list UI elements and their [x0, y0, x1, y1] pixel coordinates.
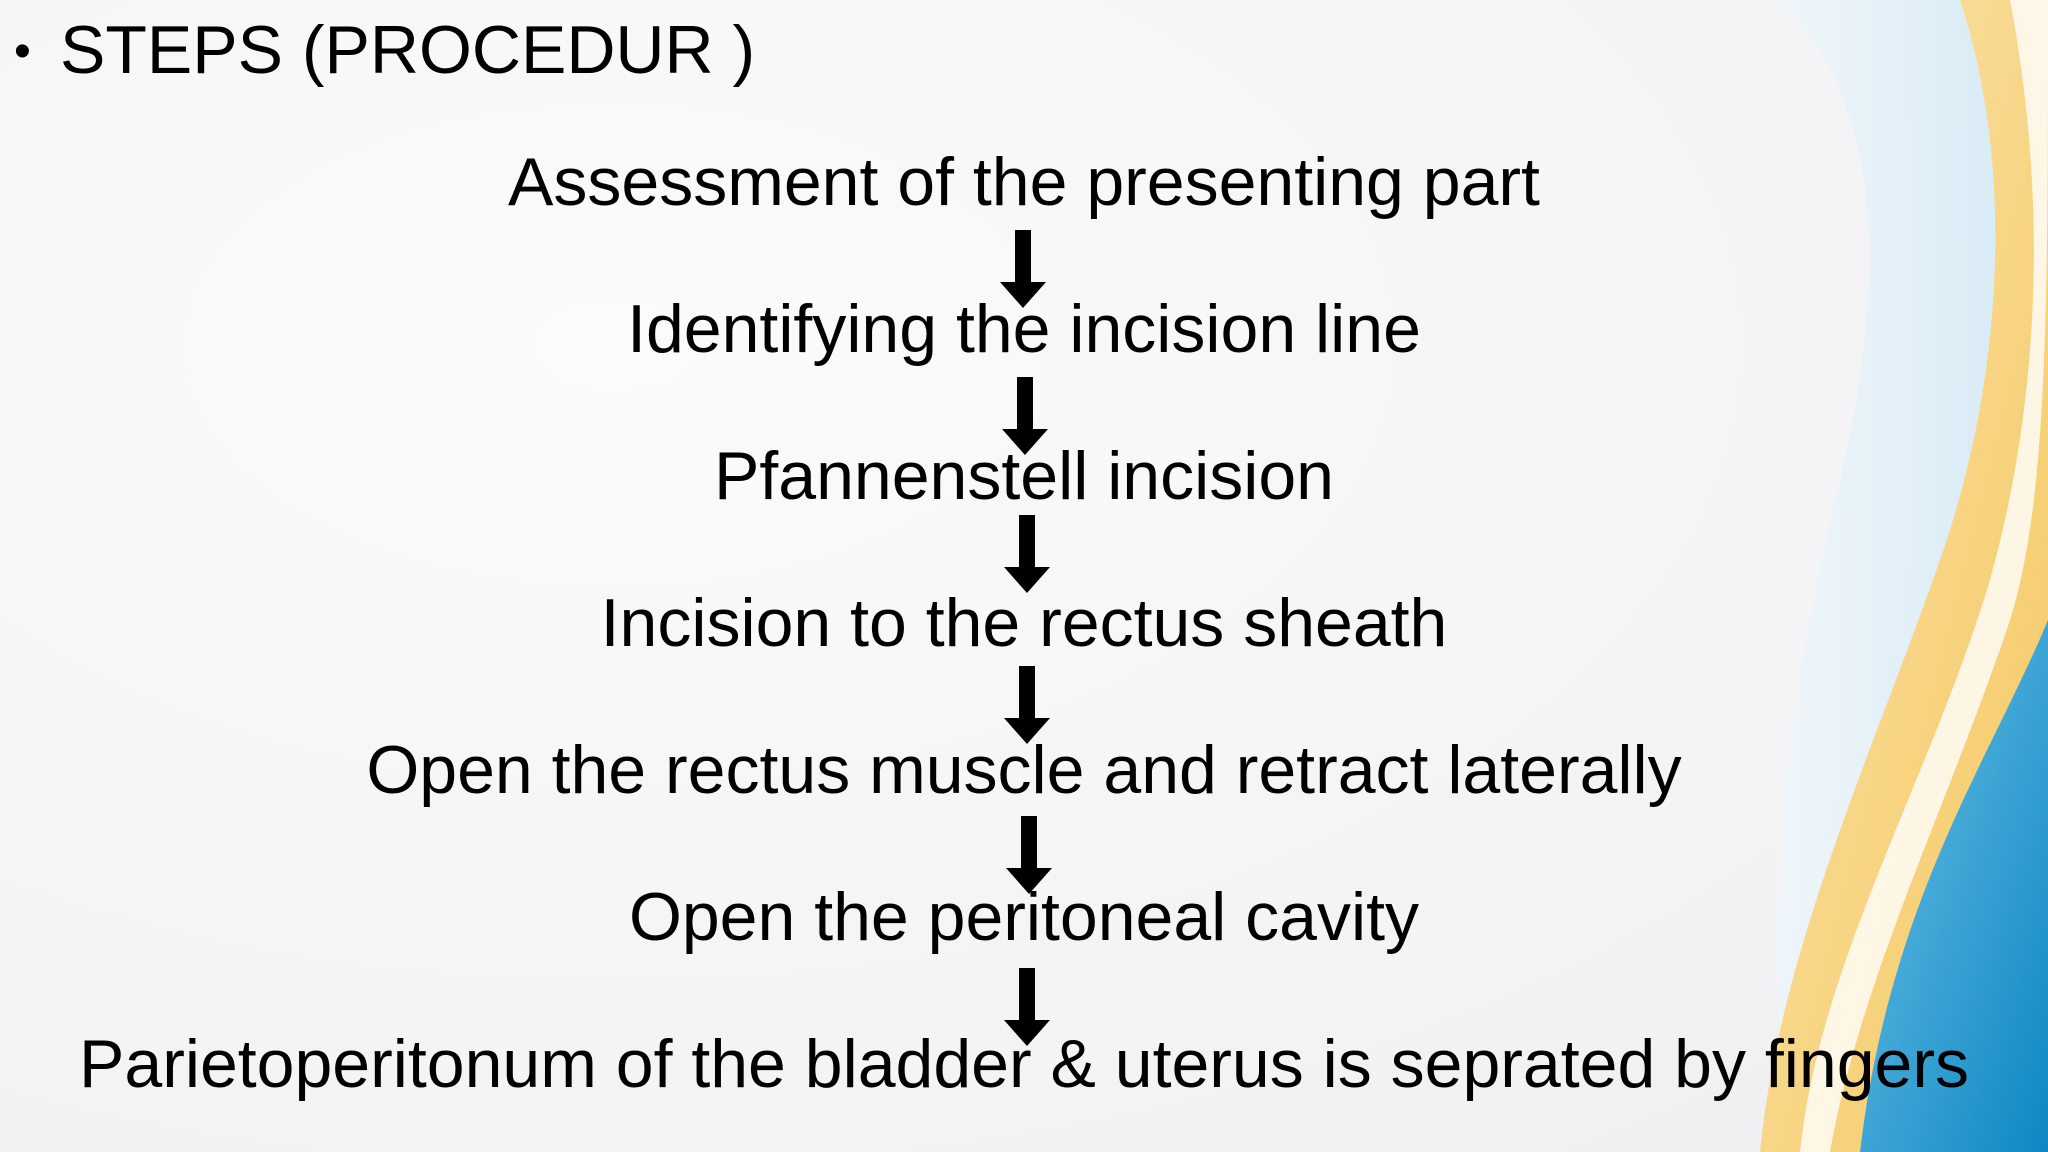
down-arrow-icon — [1002, 377, 1048, 455]
wave-white-band — [1800, 0, 2048, 1152]
slide-title: • STEPS (PROCEDUR ) — [14, 10, 755, 92]
step-4-rectus-sheath: Incision to the rectus sheath — [600, 585, 1448, 661]
down-arrow-icon — [1006, 816, 1052, 894]
down-arrow-icon — [1004, 968, 1050, 1046]
down-arrow-icon — [1000, 230, 1046, 308]
down-arrow-icon — [1004, 666, 1050, 744]
down-arrow-icon — [1004, 515, 1050, 593]
slide-title-text: STEPS (PROCEDUR ) — [60, 12, 756, 88]
step-6-peritoneal-cavity: Open the peritoneal cavity — [628, 879, 1420, 955]
bullet-marker: • — [14, 25, 31, 78]
wave-blue — [1860, 620, 2048, 1152]
step-1-assessment: Assessment of the presenting part — [508, 144, 1540, 220]
step-5-rectus-muscle: Open the rectus muscle and retract later… — [366, 732, 1682, 808]
